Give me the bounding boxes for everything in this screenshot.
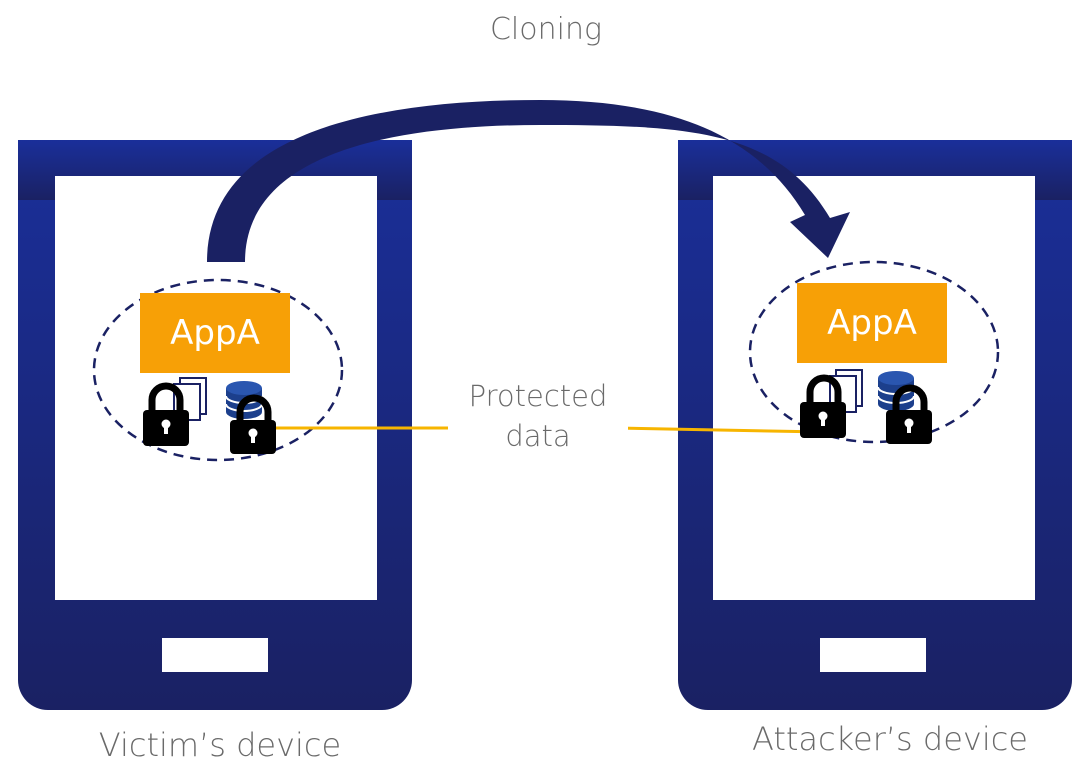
protected-data-label: Protected data [448,376,628,456]
attacker-lock-icon-database [886,384,932,444]
protected-data-line1: Protected [468,379,608,413]
attacker-home-button [820,638,926,672]
victim-device-label: Victim’s device [98,726,342,764]
victim-lock-icon-documents [143,382,189,446]
attacker-device-label: Attacker’s device [752,720,1028,758]
attacker-app-box: AppA [797,283,947,363]
diagram-title: Cloning [489,12,602,47]
victim-lock-icon-database [230,394,276,454]
victim-home-button [162,638,268,672]
victim-app-sandbox [92,278,344,462]
protected-data-connector-right [614,426,825,434]
attacker-phone [678,140,1072,710]
victim-phone [18,140,412,710]
victim-app-label: AppA [170,313,260,353]
protected-data-line2: data [505,419,571,453]
attacker-screen [713,176,1035,600]
attacker-app-label: AppA [827,303,917,343]
victim-app-box: AppA [140,293,290,373]
attacker-app-sandbox [748,260,1000,444]
attacker-lock-icon-documents [800,374,846,438]
curved-arrow-icon [207,100,850,262]
